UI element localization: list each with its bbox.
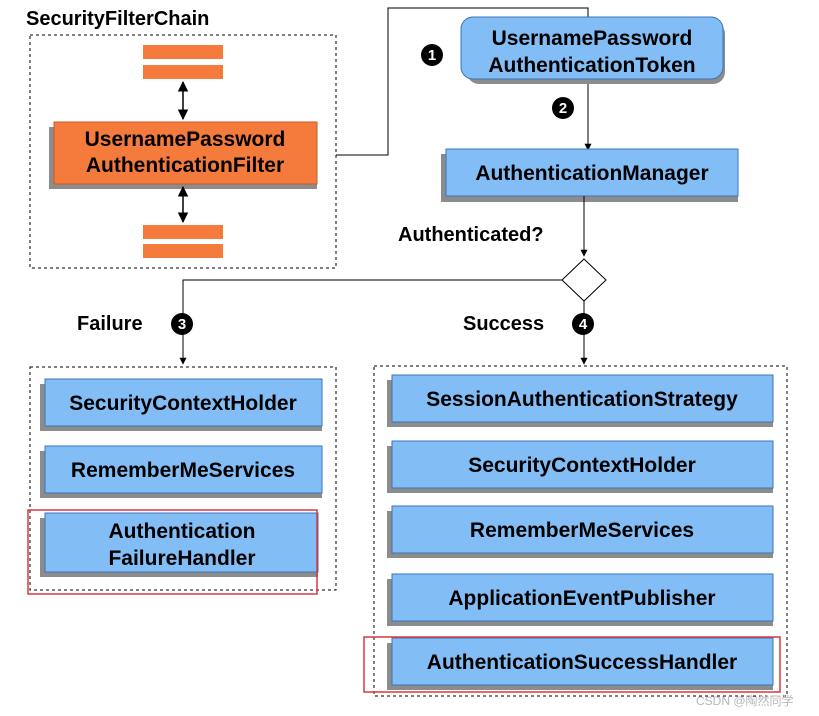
step-4-badge	[572, 313, 594, 335]
success-container	[373, 365, 788, 697]
step-3-number: 3	[178, 316, 186, 333]
step-4-number: 4	[579, 316, 588, 333]
failure-remember-me-services[interactable]	[44, 445, 323, 494]
authentication-failure-handler[interactable]	[44, 512, 319, 573]
filter-chain-container	[29, 34, 337, 269]
failure-handler-highlight	[27, 509, 318, 595]
success-handler-highlight	[363, 636, 781, 693]
failure-security-context-holder[interactable]	[44, 378, 323, 427]
success-label: Success	[463, 313, 544, 335]
token-label-line1: UsernamePassword	[492, 27, 693, 50]
failure-branch-arrow	[179, 279, 562, 365]
application-event-publisher[interactable]	[391, 573, 774, 622]
step-2-number: 2	[559, 100, 567, 117]
failure-handler-line2: FailureHandler	[108, 547, 255, 570]
success-item-2-label: SecurityContextHolder	[468, 454, 696, 477]
success-handler-label: AuthenticationSuccessHandler	[427, 651, 737, 674]
filter-bar-bottom-1	[143, 225, 223, 239]
success-item-4-label: ApplicationEventPublisher	[448, 587, 715, 610]
authenticated-decision-diamond	[561, 258, 607, 302]
username-password-authentication-filter[interactable]	[53, 121, 318, 185]
step-1-badge	[421, 44, 443, 66]
success-remember-me-services[interactable]	[391, 505, 774, 554]
filter-label-line1: UsernamePassword	[85, 128, 286, 151]
filter-chain-title: SecurityFilterChain	[26, 8, 209, 30]
csdn-watermark: CSDN @陶然同学	[696, 693, 794, 708]
step-2-badge	[552, 97, 574, 119]
username-password-authentication-token[interactable]	[460, 16, 724, 80]
success-item-1-label: SessionAuthenticationStrategy	[426, 388, 738, 411]
filter-bar-bottom-2	[143, 244, 223, 258]
success-security-context-holder[interactable]	[391, 440, 774, 489]
session-authentication-strategy[interactable]	[391, 374, 774, 423]
filter-bar-top-1	[143, 45, 223, 59]
step-3-badge	[171, 313, 193, 335]
filter-bar-top-2	[143, 65, 223, 79]
authentication-manager[interactable]	[445, 148, 739, 197]
filter-label-line2: AuthenticationFilter	[86, 154, 284, 177]
authentication-success-handler[interactable]	[391, 637, 774, 686]
failure-label: Failure	[77, 313, 143, 335]
manager-label: AuthenticationManager	[475, 162, 708, 185]
authenticated-question: Authenticated?	[398, 224, 544, 246]
failure-item-1-label: SecurityContextHolder	[69, 392, 297, 415]
failure-item-2-label: RememberMeServices	[71, 459, 295, 482]
failure-handler-line1: Authentication	[109, 520, 256, 543]
success-item-3-label: RememberMeServices	[470, 519, 694, 542]
step-1-number: 1	[428, 47, 436, 64]
token-label-line2: AuthenticationToken	[488, 54, 695, 77]
failure-container	[29, 366, 337, 591]
